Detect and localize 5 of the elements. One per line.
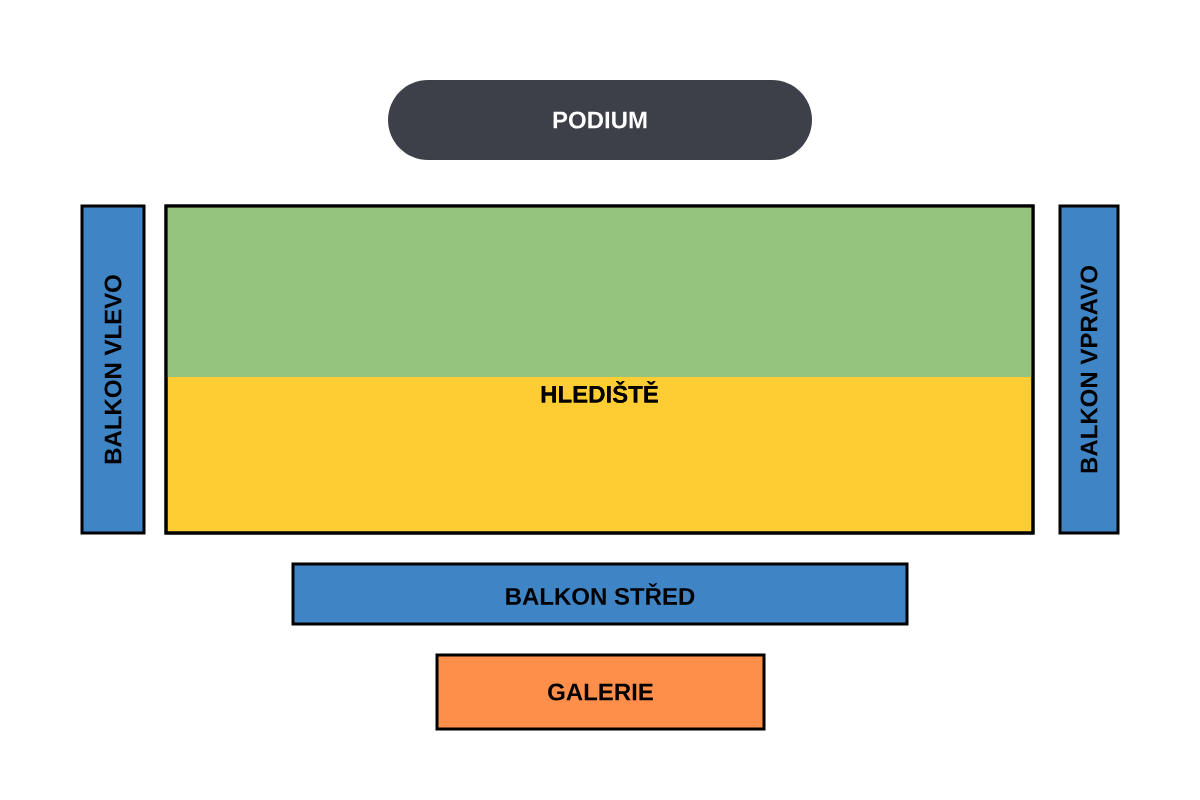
seating-block: BALKON VLEVO xyxy=(80,204,146,535)
seating-block: BALKON STŘED xyxy=(291,562,909,626)
seating-area: HLEDIŠTĚ xyxy=(164,204,1035,535)
seating-block: GALERIE xyxy=(435,653,766,731)
seating-block: BALKON VPRAVO xyxy=(1058,204,1120,535)
